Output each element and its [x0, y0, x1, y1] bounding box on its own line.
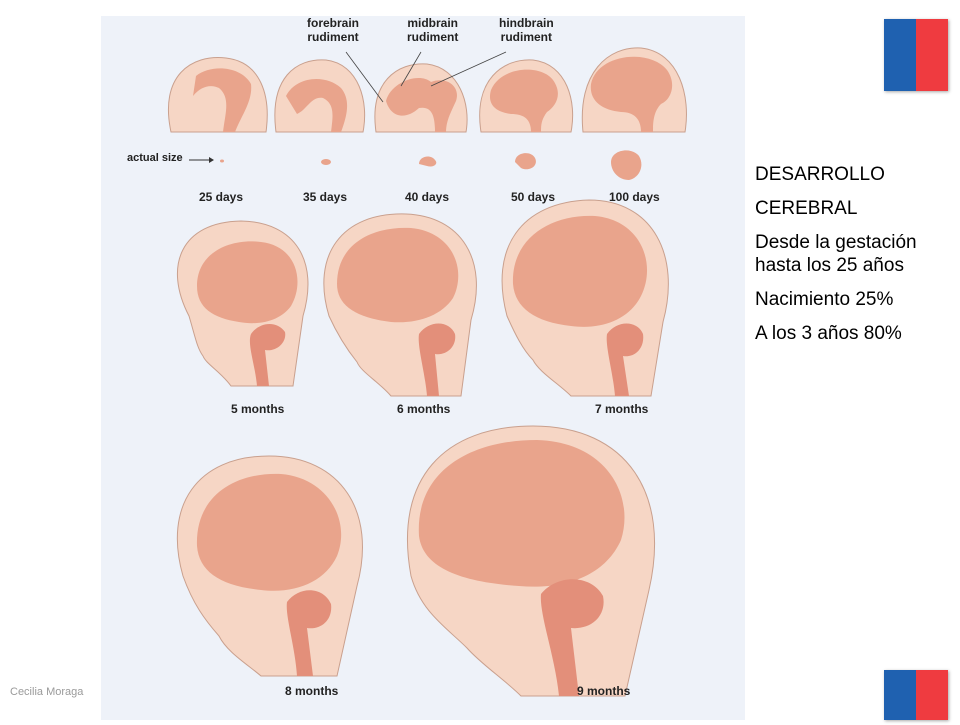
label-6-months: 6 months [397, 402, 451, 416]
chile-flag-top-icon [884, 19, 948, 91]
label-8-months: 8 months [285, 684, 339, 698]
head-6-months [323, 213, 477, 397]
label-5-months: 5 months [231, 402, 285, 416]
birth-percentage-text: Nacimiento 25% [755, 289, 894, 310]
label-35-days: 35 days [303, 190, 348, 204]
label-7-months: 7 months [595, 402, 649, 416]
slide-text-block: DESARROLLO CEREBRAL Desde la gestación h… [755, 163, 955, 356]
label-9-months: 9 months [577, 684, 631, 698]
title-line-2: CEREBRAL [755, 198, 858, 219]
age-3-percentage-text: A los 3 años 80% [755, 323, 902, 344]
head-5-months [176, 220, 309, 387]
midbrain-rudiment-label: midbrain rudiment [407, 16, 459, 44]
embryo-40-days [374, 63, 468, 133]
forebrain-rudiment-label: forebrain rudiment [307, 16, 360, 44]
gestation-text: Desde la gestación hasta los 25 años [755, 232, 917, 276]
brain-development-illustration [167, 47, 687, 697]
label-100-days: 100 days [609, 190, 660, 204]
hindbrain-rudiment-label: hindbrain rudiment [499, 16, 554, 44]
author-credit: Cecilia Moraga [10, 686, 84, 698]
label-40-days: 40 days [405, 190, 450, 204]
embryo-35-days [274, 59, 366, 133]
chile-flag-bottom-icon [884, 670, 948, 720]
head-7-months [501, 199, 669, 397]
brain-development-figure: forebrain rudiment midbrain rudiment hin… [101, 16, 745, 720]
label-25-days: 25 days [199, 190, 244, 204]
actual-size-label: actual size [127, 152, 183, 164]
title-line-1: DESARROLLO [755, 164, 885, 185]
head-8-months [176, 455, 363, 677]
head-9-months [406, 425, 656, 697]
embryo-50-days [479, 59, 574, 133]
embryo-100-days [581, 47, 687, 133]
embryo-25-days [167, 57, 268, 133]
label-50-days: 50 days [511, 190, 556, 204]
